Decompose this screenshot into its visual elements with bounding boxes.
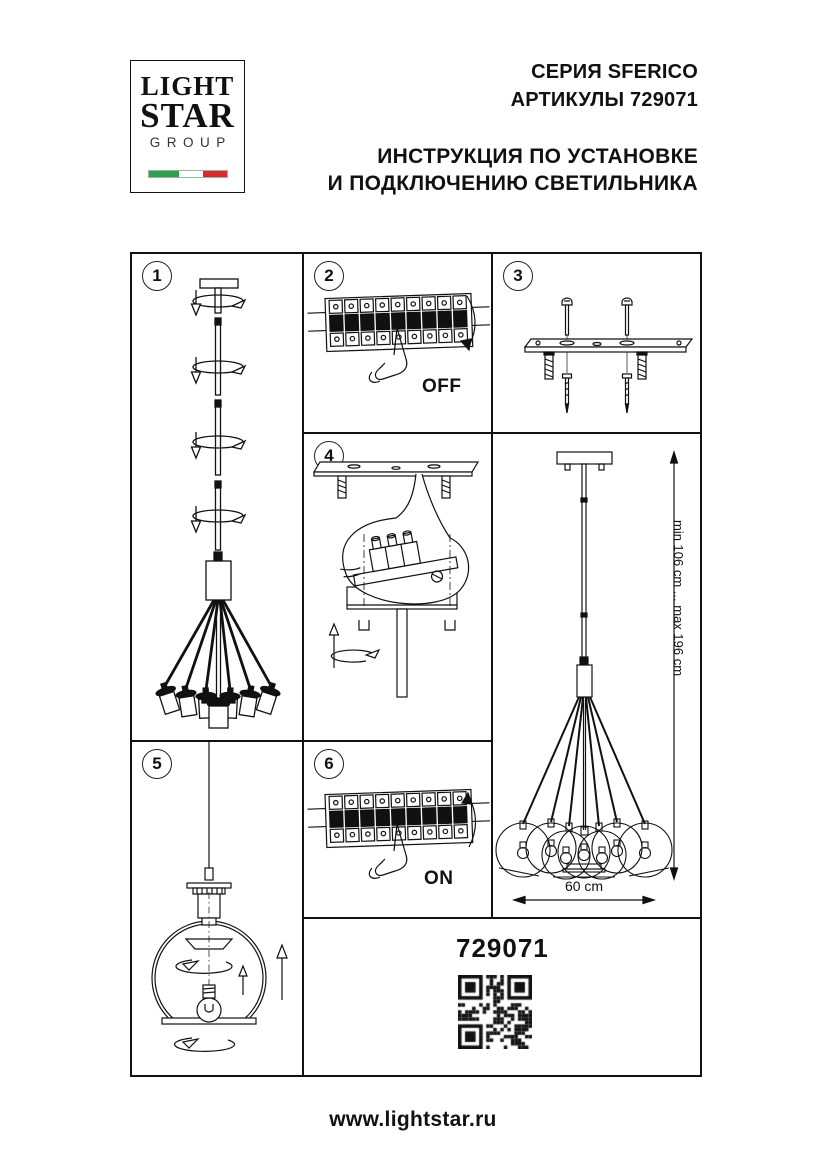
pendant-dimensions-diagram xyxy=(495,450,679,905)
qr-code xyxy=(458,975,532,1049)
screw-icon xyxy=(621,297,633,373)
grid-divider xyxy=(302,254,304,1075)
circuit-breaker-on-diagram xyxy=(307,788,491,880)
up-arrow-icon xyxy=(328,622,340,668)
step-1-number: 1 xyxy=(142,261,172,291)
turn-on-arrow-icon xyxy=(460,791,477,848)
step-2-panel: 2 xyxy=(304,254,493,434)
rod-assembly-diagram xyxy=(155,278,281,729)
lightstar-logo: LIGHT STAR GROUP xyxy=(130,60,245,193)
step-5-panel: 5 xyxy=(132,742,304,1075)
hook-icon xyxy=(358,620,370,631)
screw-icon xyxy=(621,373,633,414)
series-name: СЕРИЯ SFERICO xyxy=(531,61,698,83)
wall-anchor-icon xyxy=(636,351,648,380)
bulb-icon xyxy=(196,984,222,1023)
dimensions-panel: min 106 cm ... max 196 cm 60 cm xyxy=(493,434,700,919)
down-arrow-icon xyxy=(190,506,202,534)
rotate-arrow-icon xyxy=(175,959,233,974)
logo-word-star: STAR xyxy=(140,96,235,135)
off-label: OFF xyxy=(422,376,462,397)
wall-anchor-icon xyxy=(441,475,451,499)
pointing-hand-icon xyxy=(368,327,408,384)
rotate-arrow-icon xyxy=(192,509,247,524)
diameter-label: 60 cm xyxy=(564,878,604,894)
step-1-panel: 1 xyxy=(132,254,304,742)
screw-icon xyxy=(561,297,573,373)
circuit-breaker-off-diagram xyxy=(307,292,491,384)
website-url: www.lightstar.ru xyxy=(329,1108,497,1131)
rotate-arrow-icon xyxy=(192,435,247,450)
on-label: ON xyxy=(424,868,454,889)
hook-icon xyxy=(444,620,456,631)
step-6-panel: 6 xyxy=(304,742,493,919)
up-arrow-icon xyxy=(238,964,248,995)
glass-shade-assembly-diagram xyxy=(146,742,288,1068)
header-instruction-title: ИНСТРУКЦИЯ ПО УСТАНОВКЕ И ПОДКЛЮЧЕНИЮ СВ… xyxy=(328,143,698,197)
wall-anchor-icon xyxy=(337,475,347,499)
pointing-hand-icon xyxy=(368,823,408,880)
rotate-arrow-icon xyxy=(192,360,247,375)
flag-red xyxy=(202,171,227,177)
up-arrow-icon xyxy=(276,943,288,1000)
step-3-number: 3 xyxy=(503,261,533,291)
steps-grid: 1 xyxy=(130,252,702,1077)
screw-icon xyxy=(561,373,573,414)
turn-off-arrow-icon xyxy=(459,295,476,352)
rotate-arrow-icon xyxy=(173,1037,236,1052)
italian-flag-icon xyxy=(148,170,228,178)
grid-divider xyxy=(302,917,700,919)
article-line: АРТИКУЛЫ 729071 xyxy=(510,89,698,111)
rotate-arrow-icon xyxy=(330,648,381,663)
step-4-panel: 4 xyxy=(304,434,493,742)
down-arrow-icon xyxy=(190,357,202,385)
wall-anchor-icon xyxy=(543,351,555,380)
bulb-icon xyxy=(516,839,652,865)
step-2-number: 2 xyxy=(314,261,344,291)
logo-word-light: LIGHT xyxy=(140,71,235,101)
grid-divider xyxy=(132,740,493,742)
width-dimension-line xyxy=(512,895,656,905)
height-range-label: min 106 cm ... max 196 cm xyxy=(671,520,686,677)
article-qr-panel: 729071 xyxy=(304,919,700,1075)
article-number: 729071 xyxy=(456,933,549,963)
title-line-2: И ПОДКЛЮЧЕНИЮ СВЕТИЛЬНИКА xyxy=(327,172,698,195)
step-3-panel: 3 xyxy=(493,254,700,434)
wiring-connection-diagram xyxy=(312,461,480,698)
rotate-arrow-icon xyxy=(192,294,247,309)
down-arrow-icon xyxy=(190,290,202,317)
step-5-number: 5 xyxy=(142,749,172,779)
title-line-1: ИНСТРУКЦИЯ ПО УСТАНОВКЕ xyxy=(377,145,698,168)
down-arrow-icon xyxy=(190,432,202,460)
logo-word-group: GROUP xyxy=(149,135,232,151)
grid-divider xyxy=(302,432,700,434)
step-6-number: 6 xyxy=(314,749,344,779)
header-series-block: СЕРИЯ SFERICO АРТИКУЛЫ 729071 xyxy=(511,58,698,114)
flag-green xyxy=(149,171,179,177)
flag-white xyxy=(178,171,203,177)
grid-divider xyxy=(491,254,493,919)
terminal-block-icon xyxy=(340,530,459,587)
height-dimension-line xyxy=(669,450,679,881)
mounting-bracket-diagram xyxy=(523,297,694,414)
